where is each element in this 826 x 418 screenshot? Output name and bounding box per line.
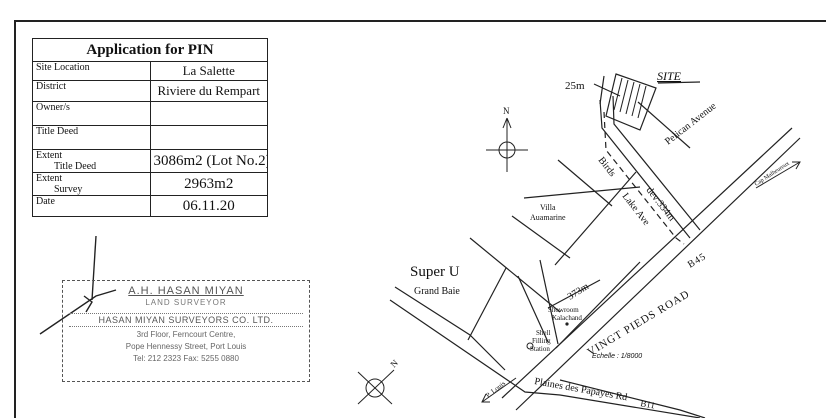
side-road-5 [469, 237, 561, 313]
super-u-road-edge [394, 286, 506, 371]
title-deed-label: Title Deed [32, 125, 151, 150]
table-row: Date 06.11.20 [32, 195, 268, 217]
dim-25m-label: 25m [565, 80, 585, 92]
date-value: 06.11.20 [149, 195, 268, 217]
table-row: Title Deed [32, 125, 268, 150]
b11-label: B11 [640, 398, 656, 410]
super-u-label: Super U [410, 264, 460, 280]
side-road-4 [511, 215, 571, 259]
application-table: Application for PIN Site Location La Sal… [32, 38, 268, 217]
stamp-address-2: Pope Hennessy Street, Port Louis [125, 342, 247, 351]
dim-25m-leader [593, 83, 621, 97]
plaines-road-edge-2 [559, 379, 706, 418]
parcel-line-2 [517, 275, 549, 343]
plaines-road-edge-1 [389, 299, 701, 418]
parcel-line-4 [547, 279, 601, 309]
grand-baie-label: Grand Baie [414, 286, 460, 297]
side-road-2 [523, 186, 641, 199]
plaines-road-label: Plaines des Papayes Rd [533, 376, 628, 403]
sheet-border-left [14, 20, 16, 418]
pelican-avenue-label: Pelican Avenue [663, 100, 719, 147]
super-u-parcel-line [467, 267, 507, 341]
side-road-1 [554, 171, 637, 266]
shell-label-line1: Shell [536, 329, 550, 337]
north-letter-bottom: N [388, 357, 400, 369]
extent-title-deed-label: Extent Title Deed [32, 149, 151, 173]
surveyor-stamp: A.H. HASAN MIYAN LAND SURVEYOR HASAN MIY… [62, 280, 310, 382]
extent-title-deed-label-line1: Extent [36, 150, 63, 162]
north-arrow-bottom [357, 369, 395, 405]
site-location-label: Site Location [32, 61, 151, 81]
stamp-phone: Tel: 212 2323 Fax: 5255 0880 [133, 354, 239, 363]
site-hatching [613, 77, 647, 119]
pelican-avenue-line [637, 101, 691, 149]
extent-survey-value: 2963m2 [149, 172, 268, 196]
date-label: Date [32, 195, 151, 217]
parcel-line-3 [539, 259, 559, 345]
showroom-label-line1: Showroom [548, 306, 579, 314]
shell-label-line2: Filling [532, 337, 551, 345]
vingt-pieds-road-label: VINGT PIEDS ROAD [585, 288, 692, 359]
p-louis-arrow [481, 377, 517, 403]
vingt-pieds-road-edge-1 [515, 137, 801, 411]
villa-label-line1: Villa [540, 203, 556, 212]
extent-survey-label-line2: Survey [54, 184, 83, 195]
table-row: District Riviere du Rempart [32, 80, 268, 102]
dev-route-dashed [603, 111, 685, 245]
birds-label: Birds [596, 155, 618, 179]
stamp-company: HASAN MIYAN SURVEYORS CO. LTD. [69, 313, 303, 327]
stamp-address-1: 3rd Floor, Ferncourt Centre, [136, 330, 236, 339]
showroom-marker [565, 322, 569, 326]
dim-373-line [555, 261, 641, 349]
extent-survey-label-line1: Extent [36, 173, 63, 185]
dim-25m-tick [599, 75, 605, 105]
title-deed-value [149, 125, 268, 150]
district-value: Riviere du Rempart [149, 80, 268, 102]
shell-station-marker [526, 342, 534, 350]
site-location-value: La Salette [149, 61, 268, 81]
site-label: SITE [657, 69, 682, 83]
north-letter-top: N [503, 106, 510, 116]
table-row: Extent Survey 2963m2 [32, 172, 268, 196]
shell-label-line3: Station [530, 345, 550, 353]
north-arrow-top [486, 117, 528, 172]
site-leader [657, 81, 701, 84]
showroom-label-line2: Kalachand [552, 314, 582, 322]
lake-ave-label: Lake Ave [620, 191, 652, 228]
scale-label: Echelle : 1/8000 [592, 353, 642, 360]
district-label: District [32, 80, 151, 102]
extent-title-deed-value: 3086m2 (Lot No.2) [149, 149, 268, 173]
b45-label: B45 [686, 251, 709, 271]
stamp-surveyor-name: A.H. HASAN MIYAN [128, 285, 244, 297]
application-title: Application for PIN [32, 38, 268, 62]
vingt-pieds-road-edge-2 [501, 127, 793, 399]
table-row: Owner/s [32, 101, 268, 126]
lake-ave-edge-2 [612, 95, 701, 231]
stamp-subtitle: LAND SURVEYOR [145, 298, 227, 307]
side-road-3 [557, 159, 613, 207]
cap-malheureux-arrow [755, 161, 801, 189]
extent-survey-label: Extent Survey [32, 172, 151, 196]
table-row: Site Location La Salette [32, 61, 268, 81]
table-row: Extent Title Deed 3086m2 (Lot No.2) [32, 149, 268, 173]
signature [39, 235, 117, 335]
owners-label: Owner/s [32, 101, 151, 126]
extent-title-deed-label-line2: Title Deed [54, 161, 97, 172]
dist-373-label: 373m [566, 281, 591, 303]
sheet-border-top [14, 20, 826, 22]
lake-ave-edge-1 [599, 99, 691, 239]
site-parcel [605, 73, 657, 131]
table-title-row: Application for PIN [32, 38, 268, 62]
owners-value [149, 101, 268, 126]
villa-label-line2: Auamarine [530, 213, 566, 222]
